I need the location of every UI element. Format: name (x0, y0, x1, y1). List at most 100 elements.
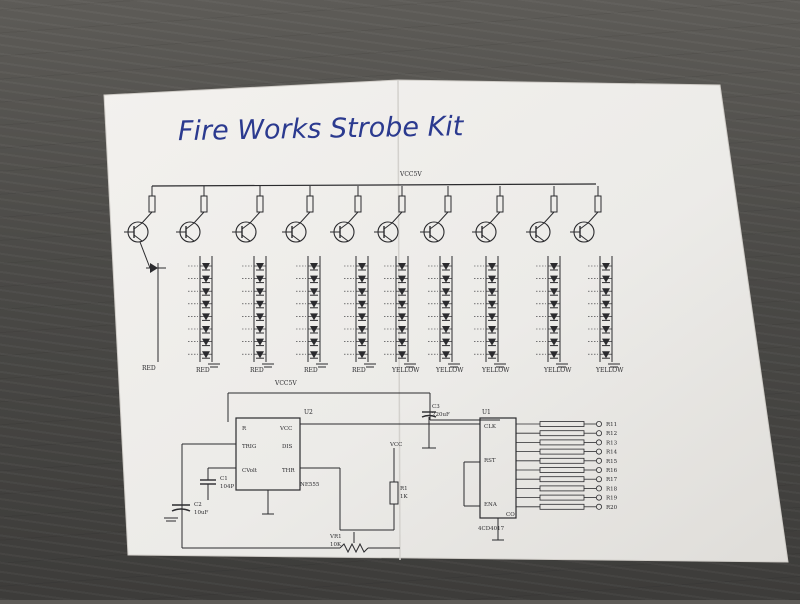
capacitor-c1: C1 104P (200, 468, 234, 500)
svg-text:VR1: VR1 (329, 534, 342, 540)
led (428, 288, 452, 296)
led (536, 288, 560, 296)
led (428, 263, 452, 271)
vcc-label-r1: VCC (389, 442, 402, 448)
svg-text:NE555: NE555 (300, 482, 320, 488)
svg-text:R13: R13 (606, 440, 618, 446)
transistor-q8 (472, 186, 504, 243)
led-color-label: YELLOW (543, 367, 572, 374)
svg-text:10K: 10K (330, 542, 342, 548)
led (188, 313, 212, 321)
capacitor-c3: C3 220uF (421, 404, 450, 449)
svg-text:R14: R14 (606, 450, 618, 456)
led-color-label: RED (196, 367, 210, 374)
led (344, 338, 368, 347)
svg-text:DIS: DIS (282, 444, 293, 450)
resistor-r16: R16 (516, 466, 618, 474)
led (428, 338, 452, 347)
led (344, 313, 368, 321)
svg-text:104P: 104P (220, 484, 234, 490)
led (344, 351, 368, 359)
led (296, 326, 320, 334)
led-column-5 (384, 256, 416, 368)
svg-text:CLK: CLK (484, 424, 497, 430)
led (242, 288, 266, 296)
svg-text:ENA: ENA (484, 502, 498, 508)
led (242, 263, 266, 271)
timer-ic-ne555: U2 R VCC TRIG DIS CVolt THR NE555 (235, 409, 320, 491)
svg-text:R18: R18 (606, 486, 618, 492)
svg-text:C1: C1 (220, 476, 228, 482)
led (242, 275, 266, 284)
transistor-q3 (232, 186, 264, 243)
transistor-q1 (124, 186, 156, 243)
potentiometer-vr1: VR1 10K (182, 532, 400, 554)
single-led-d0 (139, 241, 166, 362)
svg-text:220uF: 220uF (432, 412, 450, 418)
svg-text:TRIG: TRIG (242, 444, 256, 450)
led (188, 351, 212, 359)
led (474, 275, 498, 284)
led (536, 263, 560, 271)
led (296, 300, 320, 309)
svg-text:CO: CO (506, 512, 515, 518)
supply-label-bottom: VCC5V (274, 380, 297, 387)
led (296, 288, 320, 296)
led-column-2 (242, 256, 274, 368)
led (474, 351, 498, 359)
resistor-r13: R13 (516, 439, 618, 446)
led (588, 275, 612, 284)
resistor-r1: R1 1K (389, 448, 408, 530)
led (242, 351, 266, 359)
svg-text:R20: R20 (606, 505, 618, 511)
led (588, 263, 612, 271)
led (588, 338, 612, 347)
led (242, 326, 266, 334)
transistor-q10 (570, 186, 602, 243)
svg-text:R17: R17 (606, 477, 618, 483)
led (474, 326, 498, 334)
svg-text:U1: U1 (482, 409, 491, 416)
led (344, 288, 368, 296)
led-column-8 (536, 256, 568, 368)
led (536, 338, 560, 347)
transistor-q5 (330, 186, 362, 243)
svg-text:R: R (242, 426, 247, 432)
led (384, 351, 408, 359)
led (188, 338, 212, 347)
led (588, 351, 612, 359)
led (188, 300, 212, 309)
led-column-6 (428, 256, 460, 368)
led (536, 326, 560, 334)
led (536, 351, 560, 359)
svg-text:C2: C2 (194, 502, 202, 508)
led-color-label: RED (304, 367, 318, 374)
led (384, 326, 408, 334)
svg-text:4CD4017: 4CD4017 (478, 526, 505, 532)
led (384, 263, 408, 271)
transistor-q4 (282, 186, 314, 243)
led (428, 326, 452, 334)
led (384, 338, 408, 347)
svg-text:VCC: VCC (279, 426, 292, 432)
led (296, 313, 320, 321)
led-color-label: YELLOW (595, 367, 624, 374)
resistor-r17: R17 (516, 476, 618, 483)
led (384, 313, 408, 321)
svg-text:10uF: 10uF (194, 510, 209, 516)
svg-text:R15: R15 (606, 459, 618, 465)
led (428, 313, 452, 321)
led (242, 313, 266, 321)
svg-text:R11: R11 (606, 422, 617, 428)
led-column-3 (296, 256, 328, 368)
svg-text:C3: C3 (432, 404, 440, 410)
led-column-4 (344, 256, 376, 368)
svg-text:RST: RST (484, 458, 496, 464)
resistor-r19: R19 (516, 494, 618, 502)
led (242, 300, 266, 309)
svg-text:R1: R1 (400, 486, 408, 492)
resistor-r18: R18 (516, 485, 618, 492)
transistor-q7 (420, 186, 452, 243)
led-array (188, 256, 620, 368)
